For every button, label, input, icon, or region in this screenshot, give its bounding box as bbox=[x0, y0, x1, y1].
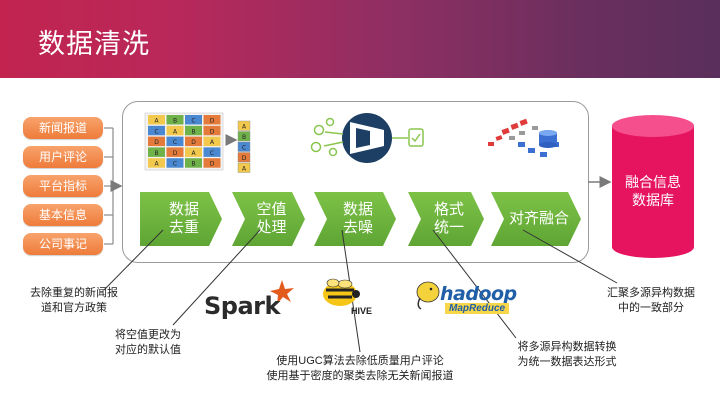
column-cell-letter: A bbox=[242, 166, 247, 173]
matrix-cell bbox=[185, 136, 202, 147]
matrix-cell bbox=[185, 115, 202, 125]
matrix-cell-letter: D bbox=[154, 139, 159, 146]
note-nulls: 将空值更改为 对应的默认值 bbox=[115, 329, 181, 356]
spark-star-icon bbox=[270, 280, 294, 304]
matrix-cell-letter: B bbox=[154, 150, 158, 157]
matrix-cell-letter: D bbox=[173, 150, 178, 157]
column-cell-letter: D bbox=[242, 155, 247, 162]
database-bottom bbox=[612, 236, 694, 258]
matrix-cell-letter: A bbox=[210, 139, 215, 146]
column-cell bbox=[237, 162, 251, 173]
spark-logo: Spark bbox=[204, 292, 280, 320]
column-cell bbox=[237, 152, 251, 163]
matrix-cell-letter: D bbox=[210, 128, 215, 135]
matrix-cell bbox=[166, 158, 184, 168]
funnel-icon bbox=[310, 113, 424, 163]
matrix-cell-letter: B bbox=[173, 118, 177, 125]
source-connector bbox=[104, 127, 123, 245]
column-cell-letter: B bbox=[242, 134, 246, 141]
matrix-cell-letter: A bbox=[154, 161, 159, 168]
matrix-cell bbox=[148, 158, 165, 168]
matrix-cell-letter: A bbox=[191, 150, 196, 157]
step-dedup: 数据 去重 bbox=[140, 192, 222, 246]
source-basic-info: 基本信息 bbox=[23, 204, 103, 226]
fused-database: 融合信息 数据库 bbox=[612, 115, 694, 258]
matrix-cell-letter: A bbox=[173, 128, 178, 135]
matrix-cell-letter: B bbox=[191, 161, 195, 168]
step-denoise: 数据 去噪 bbox=[314, 192, 396, 246]
matrix-cell-letter: D bbox=[210, 118, 215, 125]
matrix-cell-letter: A bbox=[154, 118, 159, 125]
mapreduce-logo: MapReduce bbox=[445, 303, 510, 314]
matrix-cell bbox=[203, 147, 221, 157]
matrix-cell bbox=[148, 136, 165, 147]
column-cell bbox=[237, 131, 251, 142]
database-body bbox=[612, 125, 694, 247]
database-top bbox=[612, 115, 694, 137]
note-format: 将多源异构数据转换 为统一数据表达形式 bbox=[517, 341, 617, 368]
database-label: 融合信息 数据库 bbox=[625, 174, 681, 208]
matrix-cell bbox=[166, 147, 184, 157]
matrix-cell bbox=[203, 136, 221, 147]
matrix-cell bbox=[166, 125, 184, 136]
matrix-cell bbox=[203, 125, 221, 136]
matrix-cell bbox=[203, 158, 221, 168]
matrix-cell bbox=[203, 115, 221, 125]
note-denoise: 使用UGC算法去除低质量用户评论 使用基于密度的聚类去除无关新闻报道 bbox=[266, 355, 454, 382]
matrix-cell-letter: C bbox=[210, 150, 214, 157]
source-platform-metrics: 平台指标 bbox=[23, 175, 103, 197]
matrix-cell bbox=[148, 115, 165, 125]
matrix-cell bbox=[185, 147, 202, 157]
note-align: 汇聚多源异构数据 中的一致部分 bbox=[607, 287, 695, 314]
hive-logo: HIVE bbox=[351, 306, 373, 316]
note-dedup: 去除重复的新闻报 道和官方政策 bbox=[30, 287, 118, 314]
source-news: 新闻报道 bbox=[23, 117, 103, 139]
matrix-cell bbox=[148, 125, 165, 136]
hadoop-logo: hadoop bbox=[440, 283, 517, 305]
matrix-cell-letter: C bbox=[154, 128, 158, 135]
matrix-cell bbox=[166, 115, 184, 125]
column-cell-letter: A bbox=[242, 124, 247, 131]
alignment-cubes-icon bbox=[488, 118, 559, 157]
source-user-comments: 用户评论 bbox=[23, 146, 103, 168]
hive-bee-icon bbox=[323, 278, 360, 306]
matrix-cell-letter: B bbox=[191, 128, 195, 135]
matrix-cell-letter: C bbox=[173, 139, 177, 146]
matrix-cell bbox=[185, 125, 202, 136]
source-company-events: 公司事记 bbox=[23, 233, 103, 255]
matrix-cell-letter: C bbox=[191, 118, 195, 125]
matrix-cell-letter: C bbox=[173, 161, 177, 168]
page-title: 数据清洗 bbox=[38, 29, 150, 59]
column-cell bbox=[237, 120, 251, 131]
matrix-cell-letter: D bbox=[191, 139, 196, 146]
matrix-cell bbox=[166, 136, 184, 147]
header-banner: 数据清洗 bbox=[0, 0, 720, 78]
matrix-cell bbox=[185, 158, 202, 168]
column-cell bbox=[237, 141, 251, 152]
column-cell-letter: C bbox=[242, 145, 246, 152]
matrix-cell bbox=[148, 147, 165, 157]
hadoop-elephant-icon bbox=[416, 281, 440, 310]
matrix-cell-letter: D bbox=[210, 161, 215, 168]
